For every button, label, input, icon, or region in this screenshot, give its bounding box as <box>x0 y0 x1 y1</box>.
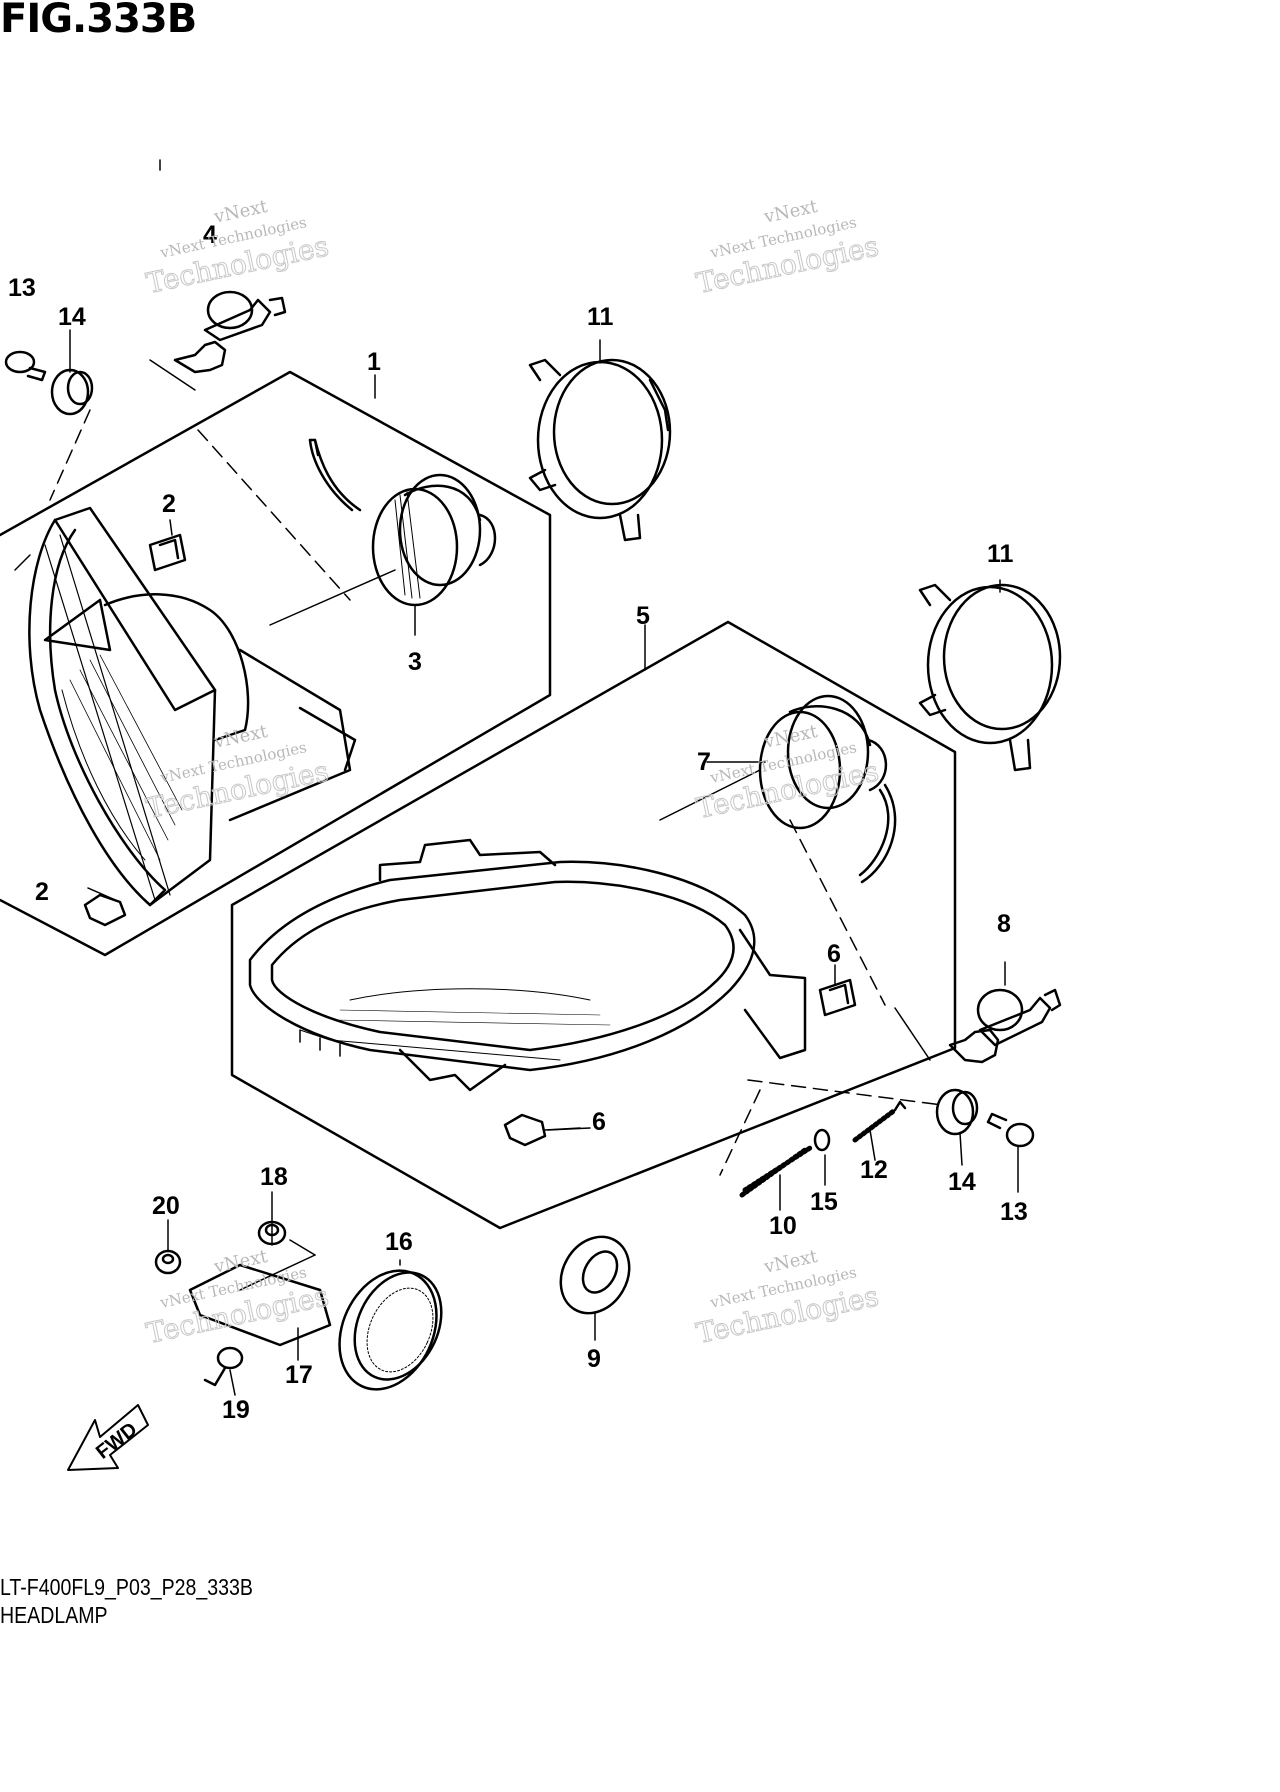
callout-19: 19 <box>222 1396 250 1424</box>
callout-1: 1 <box>367 348 381 376</box>
callout-3: 3 <box>408 648 422 676</box>
callout-labels: 1 2 2 3 4 5 6 6 7 8 9 10 11 11 12 13 13 … <box>8 221 1028 1424</box>
callout-2-upper: 2 <box>162 490 176 518</box>
bolt-19 <box>203 1346 244 1387</box>
callout-14-lower: 14 <box>948 1168 976 1196</box>
callout-11-upper: 11 <box>587 303 614 331</box>
assembly-outline-5 <box>230 620 957 1230</box>
callout-6-lower: 6 <box>592 1108 606 1136</box>
watermark-2: vNext vNext Technologies Technologies <box>693 196 882 301</box>
figure-code: LT-F400FL9_P03_P28_333B <box>0 1574 253 1600</box>
figure-title: FIG.333B <box>0 0 197 42</box>
grommet-9 <box>559 1235 631 1315</box>
callout-15: 15 <box>810 1188 838 1216</box>
fwd-arrow <box>67 1404 149 1471</box>
callout-20: 20 <box>152 1192 180 1220</box>
callout-18: 18 <box>260 1163 288 1191</box>
callout-6-upper: 6 <box>827 940 841 968</box>
reflector-16 <box>338 1269 443 1391</box>
bulb-8 <box>948 988 1062 1064</box>
screw-12 <box>852 1100 907 1143</box>
bolt-13-upper <box>4 350 47 382</box>
washer-15 <box>813 1128 831 1152</box>
clip-6-lower <box>503 1113 547 1147</box>
headlamp-housing-right <box>248 838 807 1092</box>
callout-13-lower: 13 <box>1000 1198 1028 1226</box>
clip-2-lower <box>83 893 127 927</box>
callout-8: 8 <box>997 910 1011 938</box>
bolt-13-lower <box>986 1112 1035 1148</box>
watermark-3: vNext vNext Technologies Technologies <box>143 721 332 826</box>
callout-4: 4 <box>203 221 217 249</box>
callout-17: 17 <box>285 1361 313 1389</box>
socket-3 <box>308 438 497 607</box>
grommet-14-lower <box>935 1088 979 1136</box>
bracket-17 <box>188 1263 332 1347</box>
watermark-4: vNext vNext Technologies Technologies <box>693 721 882 826</box>
callout-7: 7 <box>697 748 711 776</box>
bulb-4 <box>173 290 287 374</box>
nut-20 <box>154 1249 182 1275</box>
watermark-6: vNext vNext Technologies Technologies <box>693 1246 882 1351</box>
callout-11-lower: 11 <box>987 540 1014 568</box>
headlamp-housing-left <box>28 506 357 907</box>
clip-2-upper <box>148 533 187 572</box>
clip-6-upper <box>818 978 857 1017</box>
callout-2-lower: 2 <box>35 878 49 906</box>
callout-9: 9 <box>587 1345 601 1373</box>
callout-16: 16 <box>385 1228 413 1256</box>
callout-10: 10 <box>769 1212 797 1240</box>
assembly-outline-1 <box>0 370 552 957</box>
watermark-group: vNext vNext Technologies Technologies vN… <box>143 196 882 1351</box>
ring-11-upper <box>528 358 672 542</box>
spring-10 <box>739 1145 813 1198</box>
figure-name: HEADLAMP <box>0 1602 108 1628</box>
ring-11-lower <box>918 583 1062 772</box>
callout-12: 12 <box>860 1156 888 1184</box>
watermark-1: vNext vNext Technologies Technologies <box>143 196 332 301</box>
fwd-label: FWD <box>92 1418 141 1463</box>
callout-14-upper: 14 <box>58 303 86 331</box>
callout-5: 5 <box>636 602 650 630</box>
callout-13-upper: 13 <box>8 274 36 302</box>
grommet-14-upper <box>50 368 94 416</box>
